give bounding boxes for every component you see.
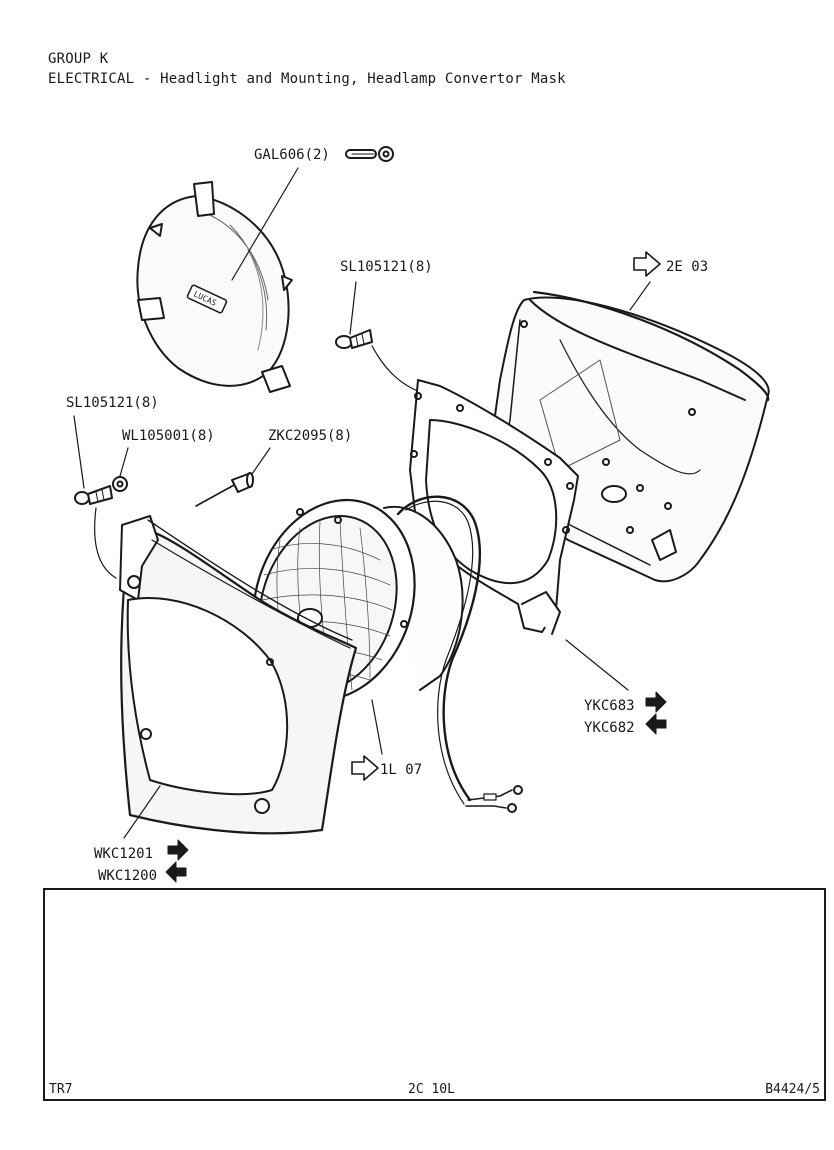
label-ref-1l07: 1L 07 [380,762,422,778]
connector-terminals [465,785,523,813]
label-ref-2e03: 2E 03 [666,259,708,275]
left-hand-arrow-icon [645,713,667,735]
lucas-badge-frame [186,284,228,314]
leader-gal606 [231,167,299,281]
leader-2e03 [629,281,651,311]
label-wkc1200: WKC1200 [98,868,157,884]
screw-icon [74,485,113,505]
ref-arrow-2e03-icon [633,251,661,277]
leader-zkc2095 [251,447,271,475]
footer-publication-number: B4424/5 [765,1082,820,1097]
page-group-heading: GROUP K [48,51,109,67]
screw-icon [335,329,373,349]
footer-page-ref: 2C 10L [408,1082,455,1097]
wiring-harness [396,495,481,802]
convertor-mask: LUCAS [136,181,293,393]
page-title: ELECTRICAL - Headlight and Mounting, Hea… [48,71,566,87]
leader-1l07 [371,699,383,755]
mounting-bracket [409,379,579,635]
leader-sl105121-left [73,415,85,489]
left-hand-arrow-icon [165,861,187,883]
leader-ykc683 [565,639,629,691]
leader-sl105121-top [349,281,357,335]
parts-list-box [43,888,826,1101]
footer-model: TR7 [49,1082,73,1097]
label-ykc682: YKC682 [584,720,635,736]
label-sl105121-left: SL105121(8) [66,395,159,411]
label-sl105121-top: SL105121(8) [340,259,433,275]
label-wkc1201: WKC1201 [94,846,153,862]
label-ykc683: YKC683 [584,698,635,714]
leader-wkc1201 [123,785,161,839]
right-hand-arrow-icon [167,839,189,861]
rivet-icon [195,472,254,507]
ref-arrow-1l07-icon [351,755,379,781]
exploded-parts-diagram: LUCAS GAL606(2) SL105121(8) [66,146,770,884]
right-hand-arrow-icon [645,691,667,713]
leader-wl105001 [119,447,129,477]
label-zkc2095: ZKC2095(8) [268,428,352,444]
label-gal606: GAL606(2) [254,147,330,163]
washer-icon [112,476,128,492]
gal606-pin-icon [345,146,394,162]
leader-screw-path [371,345,421,393]
label-wl105001: WL105001(8) [122,428,215,444]
front-surround-bezel [119,515,358,835]
